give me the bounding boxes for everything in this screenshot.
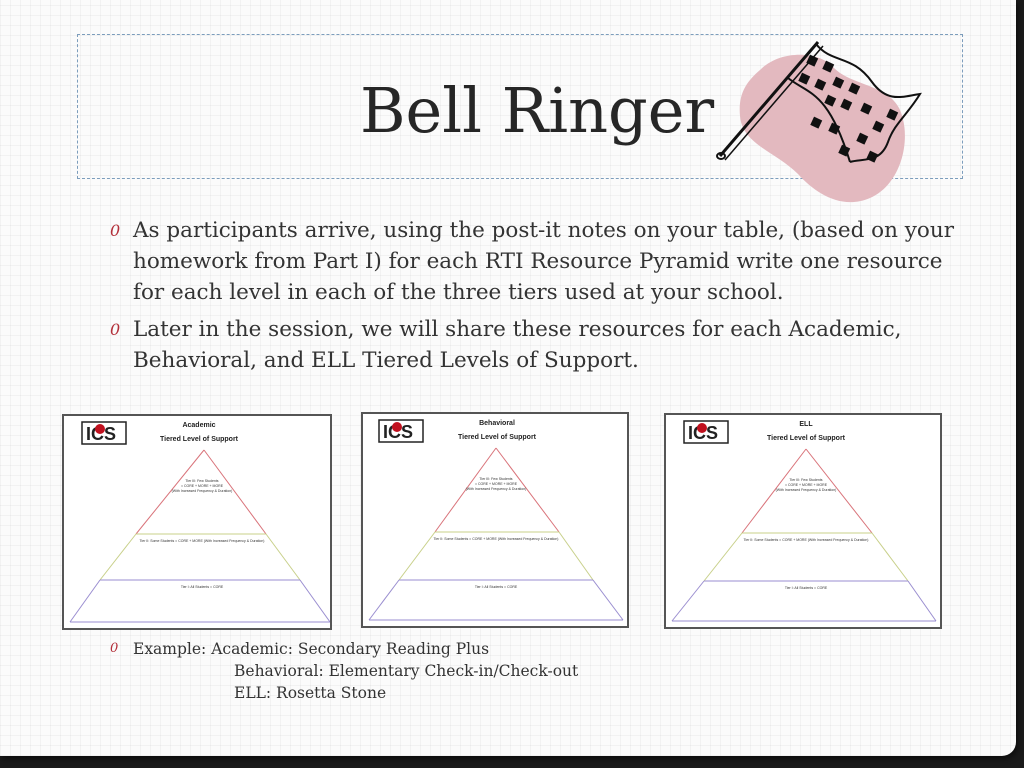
tier3-label-3: (With Increased Frequency & Duration) [466, 487, 527, 491]
slide-title: Bell Ringer [360, 74, 715, 147]
tier3-label: Tier III: Few Students [789, 478, 822, 482]
ics-logo: ICS [683, 420, 729, 444]
tier2-label: Tier II: Some Students = CORE + MORE (Wi… [434, 537, 559, 541]
example-line-behavioral: Behavioral: Elementary Check-in/Check-ou… [234, 662, 579, 680]
pyramid-diagram: ICS Behavioral Tiered Level of Support T… [368, 419, 624, 621]
tier3-label-3: (With Increased Frequency & Duration) [172, 489, 233, 493]
pyramid-subheading: Tiered Level of Support [160, 436, 239, 443]
pyramid-heading: Academic [182, 422, 215, 429]
pyramid-subheading: Tiered Level of Support [767, 435, 846, 442]
ics-logo: ICS [378, 419, 424, 443]
tier1-label: Tier I: All Students = CORE [475, 585, 518, 589]
example-bullet: 0 Example: Academic: Secondary Reading P… [108, 638, 808, 660]
pyramid-diagram: ICS ELL Tiered Level of Support Tier III… [671, 420, 937, 622]
example-line-academic: Example: Academic: Secondary Reading Plu… [133, 640, 490, 658]
tier3-label: Tier III: Few Students [185, 479, 218, 483]
pyramid-diagram: ICS Academic Tiered Level of Support Tie… [69, 421, 330, 623]
pyramid-ell: ICS ELL Tiered Level of Support Tier III… [664, 413, 942, 629]
example-block: 0 Example: Academic: Secondary Reading P… [108, 638, 808, 704]
logo-text: ICS [86, 424, 116, 444]
apple-logo-icon [697, 423, 707, 433]
apple-logo-icon [95, 424, 105, 434]
pyramid-subheading: Tiered Level of Support [458, 434, 537, 441]
pyramid-heading: ELL [799, 421, 813, 428]
bullet-text: As participants arrive, using the post-i… [133, 218, 954, 305]
tier1-label: Tier I: All Students = CORE [181, 585, 224, 589]
tier3-label-2: = CORE + MORE + MORE [785, 483, 828, 487]
bullet-text: Later in the session, we will share thes… [133, 317, 902, 373]
example-line-ell: ELL: Rosetta Stone [234, 684, 387, 702]
tier2-label: Tier II: Some Students = CORE + MORE (Wi… [744, 538, 869, 542]
bullet-item: 0 Later in the session, we will share th… [108, 314, 968, 376]
logo-text: ICS [383, 422, 413, 442]
checkered-flag-icon [716, 41, 922, 203]
pyramid-behavioral: ICS Behavioral Tiered Level of Support T… [361, 412, 629, 628]
slide: Bell Ringer 0 As [0, 0, 1016, 756]
bullet-list: 0 As participants arrive, using the post… [108, 215, 968, 382]
bullet-marker: 0 [110, 641, 119, 656]
bullet-item: 0 As participants arrive, using the post… [108, 215, 968, 308]
apple-logo-icon [392, 422, 402, 432]
logo-text: ICS [688, 423, 718, 443]
pyramid-academic: ICS Academic Tiered Level of Support Tie… [62, 414, 332, 630]
tier1-label: Tier I: All Students = CORE [785, 586, 828, 590]
pyramid-heading: Behavioral [479, 420, 515, 427]
tier3-label-2: = CORE + MORE + MORE [475, 482, 518, 486]
bullet-marker: 0 [110, 320, 121, 339]
title-box [77, 34, 963, 179]
ics-logo: ICS [81, 421, 127, 445]
tier3-label: Tier III: Few Students [479, 477, 512, 481]
tier3-label-3: (With Increased Frequency & Duration) [776, 488, 837, 492]
tier2-label: Tier II: Some Students = CORE + MORE (Wi… [140, 539, 265, 543]
tier3-label-2: = CORE + MORE + MORE [181, 484, 224, 488]
bullet-marker: 0 [110, 221, 121, 240]
